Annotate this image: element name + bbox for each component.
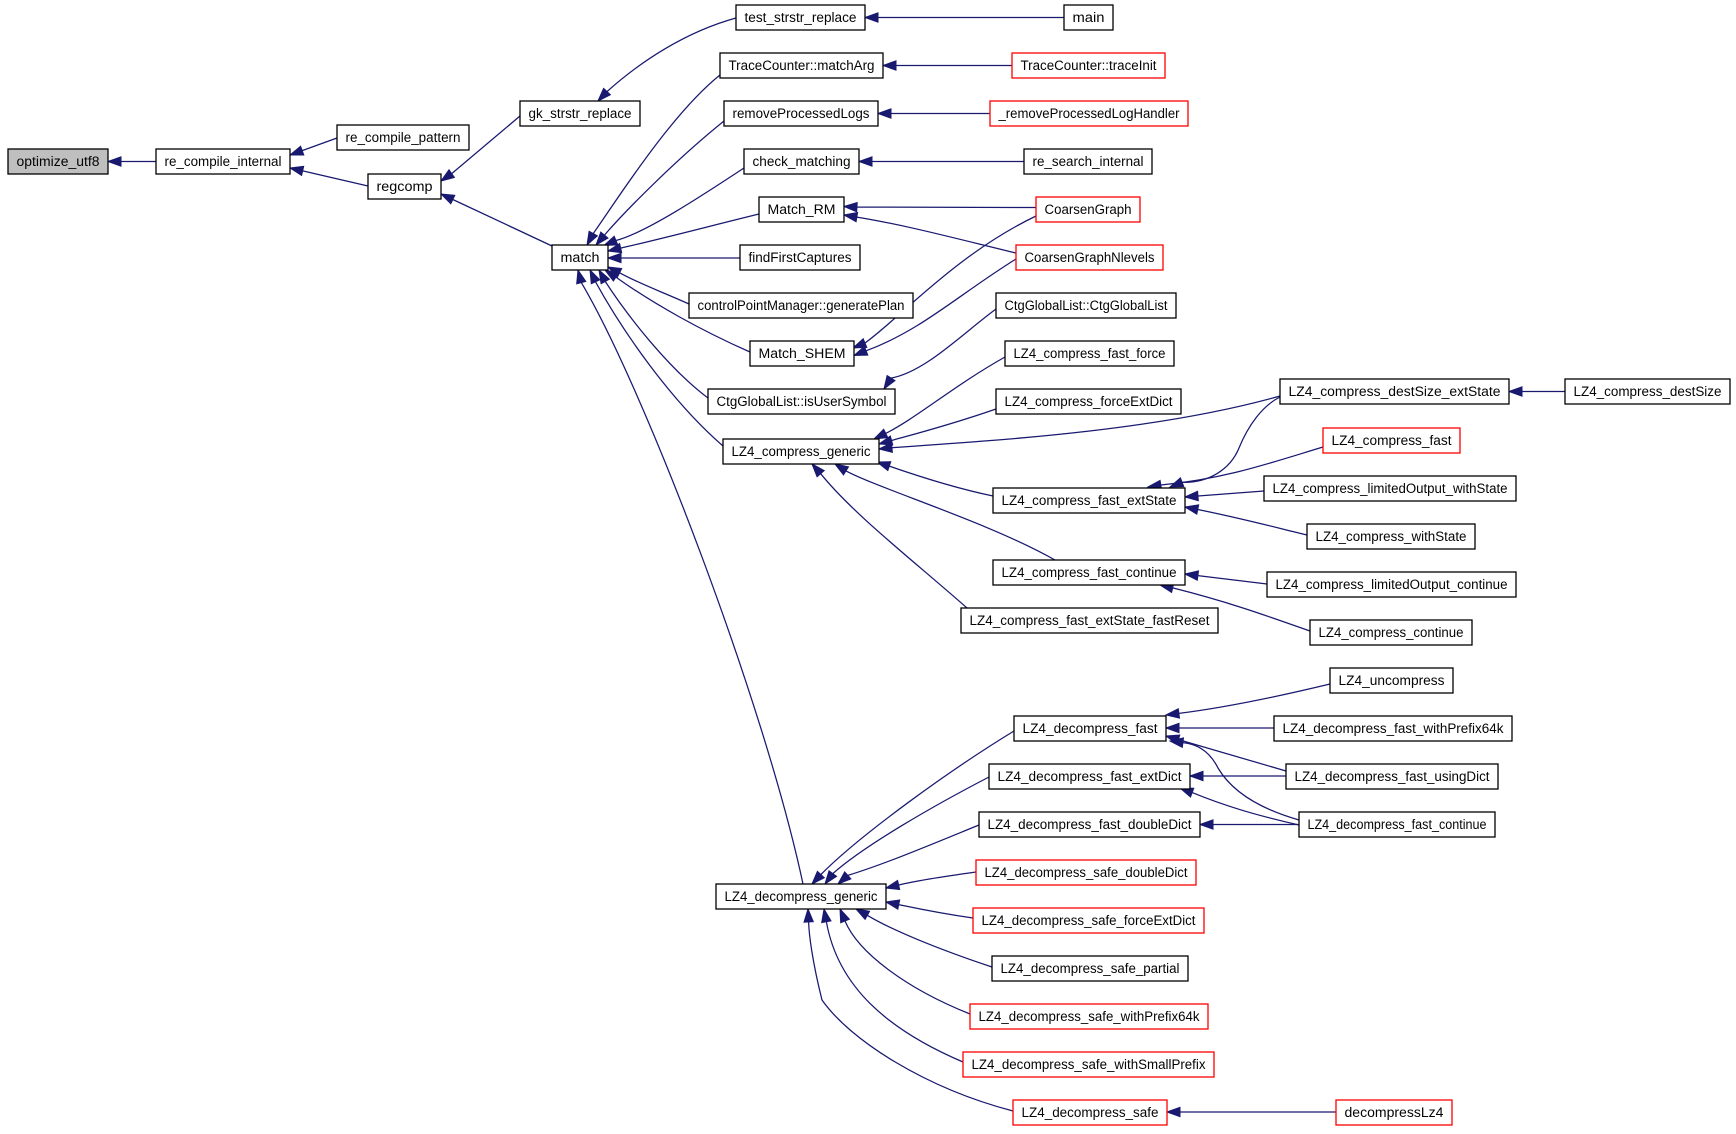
svg-text:findFirstCaptures: findFirstCaptures [749,250,852,265]
svg-text:TraceCounter::traceInit: TraceCounter::traceInit [1021,58,1157,73]
svg-text:Match_RM: Match_RM [768,202,836,217]
svg-text:optimize_utf8: optimize_utf8 [17,154,100,169]
svg-text:CoarsenGraphNlevels: CoarsenGraphNlevels [1025,250,1155,265]
svg-text:match: match [561,250,600,265]
svg-text:LZ4_decompress_generic: LZ4_decompress_generic [725,889,878,904]
svg-text:LZ4_decompress_safe: LZ4_decompress_safe [1022,1105,1159,1120]
svg-text:LZ4_compress_limitedOutput_wit: LZ4_compress_limitedOutput_withState [1273,481,1508,496]
svg-text:LZ4_decompress_fast_withPrefix: LZ4_decompress_fast_withPrefix64k [1283,721,1504,736]
svg-text:CtgGlobalList::isUserSymbol: CtgGlobalList::isUserSymbol [717,394,887,409]
svg-text:LZ4_decompress_fast_doubleDict: LZ4_decompress_fast_doubleDict [988,817,1192,832]
svg-text:gk_strstr_replace: gk_strstr_replace [529,106,632,121]
svg-text:LZ4_compress_fast_continue: LZ4_compress_fast_continue [1002,565,1177,580]
svg-text:LZ4_compress_withState: LZ4_compress_withState [1316,529,1467,544]
svg-text:Match_SHEM: Match_SHEM [759,346,846,361]
svg-text:regcomp: regcomp [377,179,433,194]
svg-text:CtgGlobalList::CtgGlobalList: CtgGlobalList::CtgGlobalList [1005,298,1168,313]
svg-text:_removeProcessedLogHandler: _removeProcessedLogHandler [998,106,1180,121]
svg-text:LZ4_compress_destSize: LZ4_compress_destSize [1574,384,1722,399]
svg-text:decompressLz4: decompressLz4 [1345,1105,1444,1120]
svg-text:LZ4_decompress_fast: LZ4_decompress_fast [1023,721,1158,736]
svg-text:LZ4_uncompress: LZ4_uncompress [1339,673,1445,688]
svg-text:re_compile_pattern: re_compile_pattern [346,130,461,145]
svg-text:removeProcessedLogs: removeProcessedLogs [733,106,870,121]
svg-text:LZ4_compress_continue: LZ4_compress_continue [1319,625,1464,640]
svg-text:main: main [1073,10,1105,25]
svg-text:LZ4_decompress_safe_withSmallP: LZ4_decompress_safe_withSmallPrefix [972,1057,1206,1072]
svg-text:TraceCounter::matchArg: TraceCounter::matchArg [729,58,875,73]
svg-text:re_search_internal: re_search_internal [1033,154,1144,169]
svg-text:LZ4_decompress_fast_extDict: LZ4_decompress_fast_extDict [998,769,1182,784]
svg-text:LZ4_decompress_safe_withPrefix: LZ4_decompress_safe_withPrefix64k [979,1009,1200,1024]
svg-text:LZ4_decompress_fast_usingDict: LZ4_decompress_fast_usingDict [1295,769,1490,784]
svg-text:LZ4_compress_forceExtDict: LZ4_compress_forceExtDict [1005,394,1173,409]
svg-text:LZ4_compress_limitedOutput_con: LZ4_compress_limitedOutput_continue [1276,577,1508,592]
svg-text:controlPointManager::generateP: controlPointManager::generatePlan [698,298,905,313]
svg-text:LZ4_decompress_safe_partial: LZ4_decompress_safe_partial [1001,961,1180,976]
svg-text:LZ4_decompress_safe_doubleDict: LZ4_decompress_safe_doubleDict [985,865,1188,880]
svg-text:CoarsenGraph: CoarsenGraph [1045,202,1132,217]
svg-text:LZ4_compress_fast_extState: LZ4_compress_fast_extState [1002,493,1177,508]
svg-text:LZ4_decompress_fast_continue: LZ4_decompress_fast_continue [1308,817,1487,832]
svg-text:re_compile_internal: re_compile_internal [165,154,282,169]
svg-text:LZ4_compress_fast_extState_fas: LZ4_compress_fast_extState_fastReset [970,613,1210,628]
svg-text:LZ4_compress_fast_force: LZ4_compress_fast_force [1014,346,1166,361]
svg-text:LZ4_compress_generic: LZ4_compress_generic [732,444,871,459]
svg-text:LZ4_compress_destSize_extState: LZ4_compress_destSize_extState [1289,384,1501,399]
svg-text:test_strstr_replace: test_strstr_replace [745,10,857,25]
svg-text:check_matching: check_matching [753,154,851,169]
svg-text:LZ4_compress_fast: LZ4_compress_fast [1332,433,1452,448]
svg-text:LZ4_decompress_safe_forceExtDi: LZ4_decompress_safe_forceExtDict [982,913,1196,928]
